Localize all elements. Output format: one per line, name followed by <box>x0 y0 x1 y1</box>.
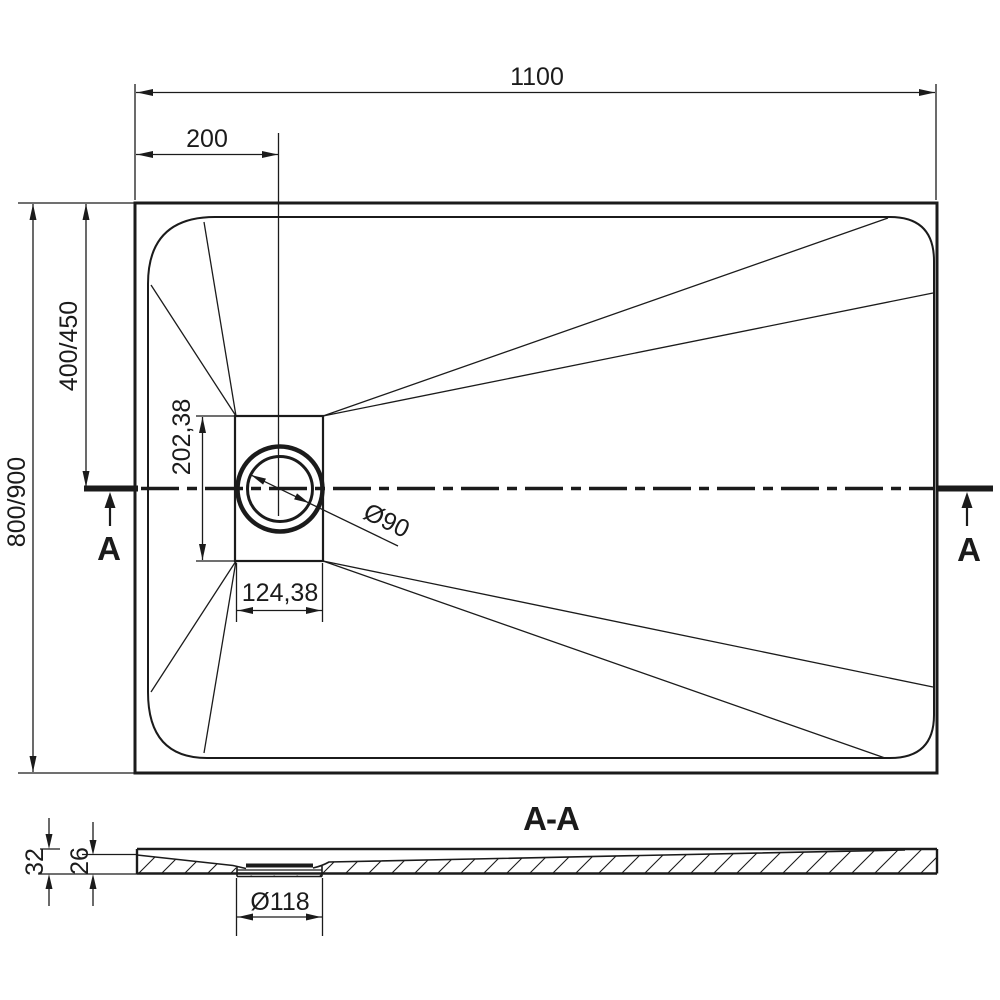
dim-drain-box-width: 124,38 <box>235 563 324 622</box>
section-floor-right <box>312 849 906 869</box>
dim-drain-offset: 200 <box>136 125 278 158</box>
dim-arrow <box>137 151 153 158</box>
dim-drain-center-depth: 400/450 <box>55 204 90 487</box>
dim-arrow <box>89 840 97 855</box>
cut-label-right: A <box>957 531 981 568</box>
section-title: A-A <box>523 800 579 837</box>
dim-overall-width: 1100 <box>134 63 937 200</box>
dim-arrow <box>199 417 206 433</box>
slope-line <box>322 560 886 759</box>
dim-total-height: 32 <box>21 818 137 906</box>
dim-arrow <box>82 471 90 487</box>
slope-line <box>150 284 237 417</box>
dim-text-drain-center-depth: 400/450 <box>55 301 83 391</box>
dim-text-drain-box-height: 202,38 <box>168 399 196 475</box>
dim-text-width: 1100 <box>510 63 564 91</box>
dim-arrow <box>238 913 253 921</box>
dim-arrow <box>251 475 266 485</box>
dim-text-depth: 800/900 <box>3 457 31 547</box>
dim-floor-height: 26 <box>66 822 137 906</box>
dim-arrow <box>306 607 321 614</box>
dim-arrow <box>82 204 90 220</box>
dim-overall-depth: 800/900 <box>3 202 134 774</box>
dim-arrow <box>45 834 53 849</box>
section-material-hatch <box>137 850 937 876</box>
dim-text-floor-height: 26 <box>66 847 94 875</box>
slope-line <box>203 560 237 754</box>
slope-line <box>150 560 237 693</box>
dim-arrow <box>45 874 53 889</box>
cut-arrow-left-head <box>104 492 116 508</box>
slope-line <box>203 221 237 417</box>
top-view: A A 1100 200 800/900 <box>3 63 993 775</box>
slope-lines <box>150 217 934 759</box>
section-view: A-A 32 <box>21 800 939 936</box>
slope-line <box>322 217 889 417</box>
dim-arrow <box>89 874 97 889</box>
dim-arrow <box>294 493 309 503</box>
dim-arrow <box>137 89 153 96</box>
dim-text-total-height: 32 <box>21 848 49 876</box>
section-outline <box>135 847 939 878</box>
dim-arrow <box>238 607 253 614</box>
section-floor-left <box>136 854 247 870</box>
tray-inner-edge <box>147 216 935 759</box>
dim-text-recess-diameter: Ø118 <box>250 888 309 916</box>
dim-text-drain-offset: 200 <box>186 125 228 153</box>
slope-line <box>322 292 934 417</box>
dim-arrow <box>262 151 278 158</box>
dim-drain-diameter: Ø90 <box>250 474 414 547</box>
dim-drain-box-height: 202,38 <box>168 399 234 562</box>
slope-line <box>322 560 934 688</box>
dim-text-drain-diameter: Ø90 <box>359 498 414 544</box>
cut-arrow-right-head <box>961 492 973 508</box>
drain-hole-circle <box>246 455 314 523</box>
dim-arrow <box>199 544 206 560</box>
cut-label-left: A <box>97 530 121 567</box>
leader-line <box>250 474 399 547</box>
section-cut-marks: A A <box>84 485 993 568</box>
dim-arrow <box>306 913 321 921</box>
dim-arrow <box>29 756 37 772</box>
dim-text-drain-box-width: 124,38 <box>242 579 318 607</box>
dim-arrow <box>919 89 935 96</box>
dim-arrow <box>29 204 37 220</box>
dim-recess-diameter: Ø118 <box>235 878 324 936</box>
